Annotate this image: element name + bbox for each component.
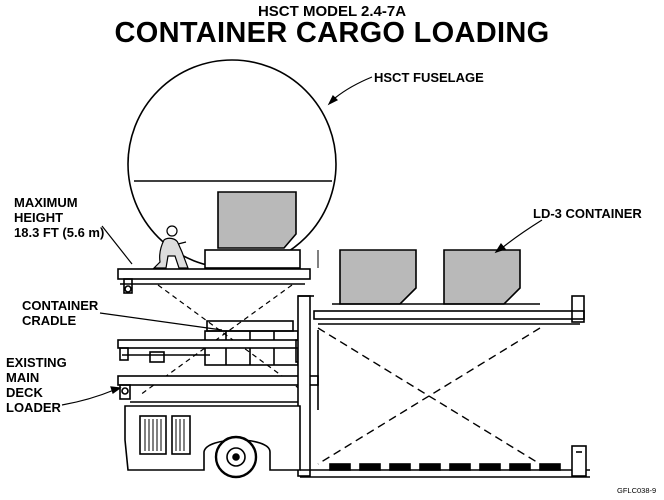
upper-deck-bracket (123, 278, 133, 294)
fuselage-leader (334, 76, 373, 99)
mid-deck-bracket (119, 347, 129, 361)
worker-arm (177, 241, 187, 245)
loader-mid-platform (117, 339, 309, 363)
ld3-leader (501, 219, 543, 249)
upper-riser (204, 249, 301, 269)
truck-grille-right (171, 415, 191, 455)
loader-label: EXISTING MAIN DECK LOADER (6, 355, 67, 415)
trailer-pad-6 (479, 463, 501, 471)
trailer-pad-3 (389, 463, 411, 471)
ld3-leader-arrow (494, 242, 507, 254)
worker-figure (152, 225, 189, 269)
mid-deck (117, 339, 309, 349)
ld3-container-label: LD-3 CONTAINER (533, 206, 642, 221)
loader-lower-deck (117, 375, 319, 403)
max-height-line-1: MAXIMUM (14, 195, 78, 210)
trailer-rear-post (571, 445, 587, 477)
upper-platform (117, 249, 319, 294)
trailer-pad-2 (359, 463, 381, 471)
trailer-pad-8 (539, 463, 561, 471)
max-height-line-2: HEIGHT (14, 210, 64, 225)
cradle-line-2: CRADLE (22, 313, 77, 328)
extended-deck (313, 310, 585, 320)
max-height-line-3: 18.3 FT (5.6 m) (14, 225, 105, 240)
mid-deck-block (149, 351, 165, 363)
loader-line-1: EXISTING (6, 355, 67, 370)
loader-line-2: MAIN (6, 370, 40, 385)
fuselage-leader-arrow (327, 94, 339, 106)
loader-mast (297, 295, 319, 477)
ld3-container-1 (339, 249, 417, 305)
loader-deck-bolt (121, 387, 129, 395)
trailer-pad-1 (329, 463, 351, 471)
large-scissor-b (317, 327, 541, 465)
loader-leader (61, 389, 115, 406)
cradle-line-1: CONTAINER (22, 298, 99, 313)
worker-head (166, 225, 178, 237)
worker-body (152, 237, 189, 269)
truck (124, 405, 301, 479)
height-leader (101, 225, 133, 265)
fuselage-label: HSCT FUSELAGE (374, 70, 484, 85)
loader-line-4: LOADER (6, 400, 61, 415)
cradle-label: CONTAINER CRADLE (22, 298, 98, 328)
trailer-base (300, 445, 590, 478)
ld3-container-2 (443, 249, 521, 305)
trailer-pad-4 (419, 463, 441, 471)
loader-leader-arrow (110, 386, 122, 394)
trailer-pad-5 (449, 463, 471, 471)
loader-deck (117, 375, 319, 386)
fuselage-group (127, 59, 337, 269)
truck-grille-left (139, 415, 167, 455)
figure-model-title: HSCT MODEL 2.4-7A (257, 3, 407, 20)
trailer-pad-7 (509, 463, 531, 471)
upper-deck (117, 268, 311, 280)
extended-platform (298, 249, 585, 325)
leader-lines (61, 76, 543, 406)
truck-wheel-center (232, 453, 240, 461)
extended-deck-end-post (571, 295, 585, 323)
max-height-label: MAXIMUM HEIGHT 18.3 FT (5.6 m) (14, 195, 104, 240)
cradle-leader (99, 312, 223, 331)
upper-deck-bolt (124, 285, 132, 293)
figure-main-title: CONTAINER CARGO LOADING (114, 17, 550, 49)
large-scissor (317, 327, 541, 465)
fuselage-container (217, 191, 297, 249)
figure-code: GFLC038-9 (617, 486, 657, 495)
loader-line-3: DECK (6, 385, 43, 400)
truck-wheel-hub (226, 447, 246, 467)
loader-deck-bracket (119, 384, 131, 400)
